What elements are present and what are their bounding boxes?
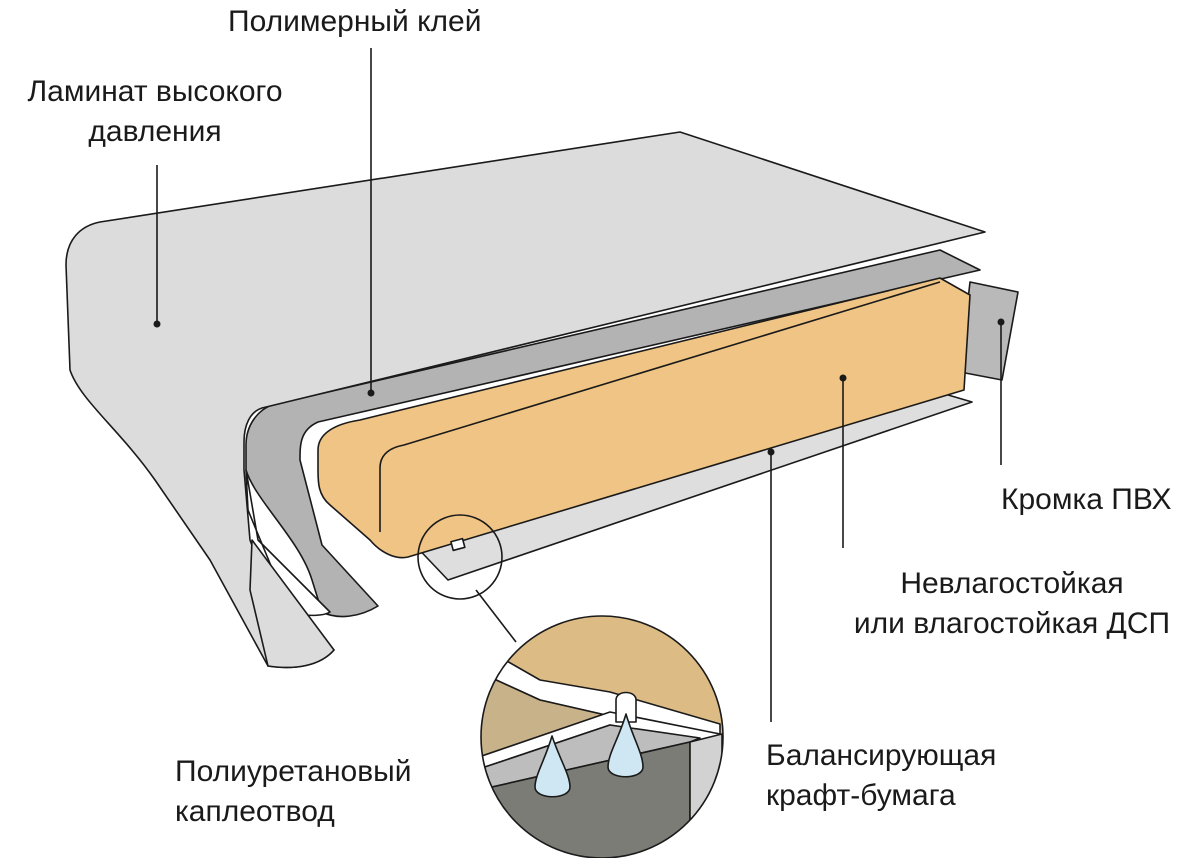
chipboard-dot — [840, 375, 847, 382]
label-pvc-edge: Кромка ПВХ — [1001, 480, 1172, 520]
label-pvc-edge-line1: Кромка ПВХ — [1001, 480, 1172, 520]
label-drip-line1: Полиуретановый — [175, 752, 411, 792]
label-kraft-line1: Балансирующая — [766, 736, 996, 776]
label-adhesive-line1: Полимерный клей — [228, 2, 481, 42]
label-chipboard-line2: или влагостойкая ДСП — [826, 604, 1198, 644]
kraft-dot — [768, 449, 775, 456]
zoom-connector — [476, 590, 516, 642]
label-hpl-line1: Ламинат высокого — [0, 72, 310, 112]
adhesive-dot — [368, 390, 375, 397]
drip-groove-marker — [451, 539, 465, 551]
label-hpl: Ламинат высокого давления — [0, 72, 310, 152]
label-hpl-line2: давления — [0, 112, 310, 152]
pvc-dot — [998, 319, 1005, 326]
label-drip: Полиуретановый каплеотвод — [175, 752, 411, 832]
zoom-detail — [470, 600, 740, 858]
label-chipboard: Невлагостойкая или влагостойкая ДСП — [826, 564, 1198, 644]
label-chipboard-line1: Невлагостойкая — [826, 564, 1198, 604]
label-adhesive: Полимерный клей — [228, 2, 481, 42]
hpl-dot — [154, 321, 161, 328]
label-kraft-line2: крафт-бумага — [766, 776, 996, 816]
label-drip-line2: каплеотвод — [175, 792, 411, 832]
label-kraft: Балансирующая крафт-бумага — [766, 736, 996, 816]
